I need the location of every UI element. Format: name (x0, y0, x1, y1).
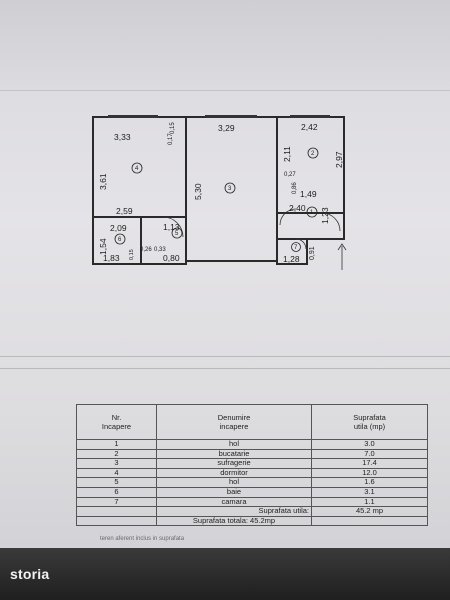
door-swing (279, 208, 297, 226)
dimension-label: 0,86 (292, 182, 298, 194)
room-number: 1 (310, 210, 314, 216)
dimension-label: 0,17 (168, 133, 174, 145)
total-area: Suprafata totala: 45.2mp (156, 515, 312, 527)
header-area: Suprafata utila (mp) (311, 404, 428, 440)
bottom-bar (0, 548, 450, 600)
total-area-row: Suprafata totala: 45.2mp (76, 515, 428, 527)
room-1-outline (276, 212, 345, 240)
dimension-label: 2,40 (289, 203, 306, 213)
total-useful-label: Suprafata utila: (156, 506, 312, 517)
page-top-shade (0, 0, 450, 91)
dimension-label: 1,83 (103, 253, 120, 263)
section-divider (0, 368, 450, 369)
dimension-label: 0,26 (140, 247, 152, 253)
room-number: 2 (311, 151, 315, 157)
dimension-label: 1,54 (98, 238, 108, 255)
room-number: 6 (118, 237, 122, 243)
dimension-label: 2,42 (301, 122, 318, 132)
dimension-label: 1,23 (320, 207, 330, 224)
footer-note: teren aferent inclus in suprafata (100, 536, 185, 542)
room-number: 3 (228, 186, 232, 192)
total-useful-value: 45.2 mp (311, 506, 428, 517)
section-divider (0, 356, 450, 357)
room-number: 5 (175, 231, 179, 237)
dimension-label: 0,15 (170, 122, 176, 134)
room-number: 4 (135, 166, 139, 172)
door-swing (162, 216, 184, 238)
window (205, 115, 257, 118)
dimension-label: 0,80 (163, 253, 180, 263)
dimension-label: 2,09 (110, 223, 127, 233)
room-number: 7 (294, 245, 298, 251)
header-room-nr: Nr. Incapere (76, 404, 157, 440)
total-useful-row: Suprafata utila: 45.2 mp (76, 506, 428, 517)
dimension-label: 3,61 (98, 173, 108, 190)
door-swing (321, 212, 341, 232)
dimension-label: 1,13 (163, 222, 180, 232)
dimension-label: 3,29 (218, 123, 235, 133)
dimension-label: 1,49 (300, 189, 317, 199)
dimension-label: 0,15 (129, 249, 135, 260)
floor-plan: 4 3 2 1 5 6 7 3,33 0,15 0,17 3,61 2,59 3… (98, 115, 347, 265)
room-7-outline (276, 238, 308, 265)
storia-logo: storia (10, 566, 50, 582)
dimension-label: 0,91 (309, 246, 316, 260)
window (108, 115, 158, 118)
dimension-label: 1,28 (283, 254, 300, 264)
dimension-label: 2,11 (282, 146, 292, 162)
dimension-label: 3,33 (114, 132, 131, 142)
entry-arrow-head (337, 243, 347, 251)
dimension-label: 5,30 (193, 183, 203, 200)
dimension-label: 0,33 (154, 247, 166, 253)
dimension-label: 0,27 (284, 172, 296, 178)
dimension-label: 2,59 (116, 206, 133, 216)
rooms-table: Nr. Incapere Denumire incapere Suprafata… (76, 404, 428, 527)
door-swing (295, 238, 307, 250)
header-room-name: Denumire incapere (156, 404, 312, 440)
dimension-label: 2,97 (334, 151, 344, 168)
window (290, 115, 330, 118)
table-header-row: Nr. Incapere Denumire incapere Suprafata… (76, 404, 428, 440)
